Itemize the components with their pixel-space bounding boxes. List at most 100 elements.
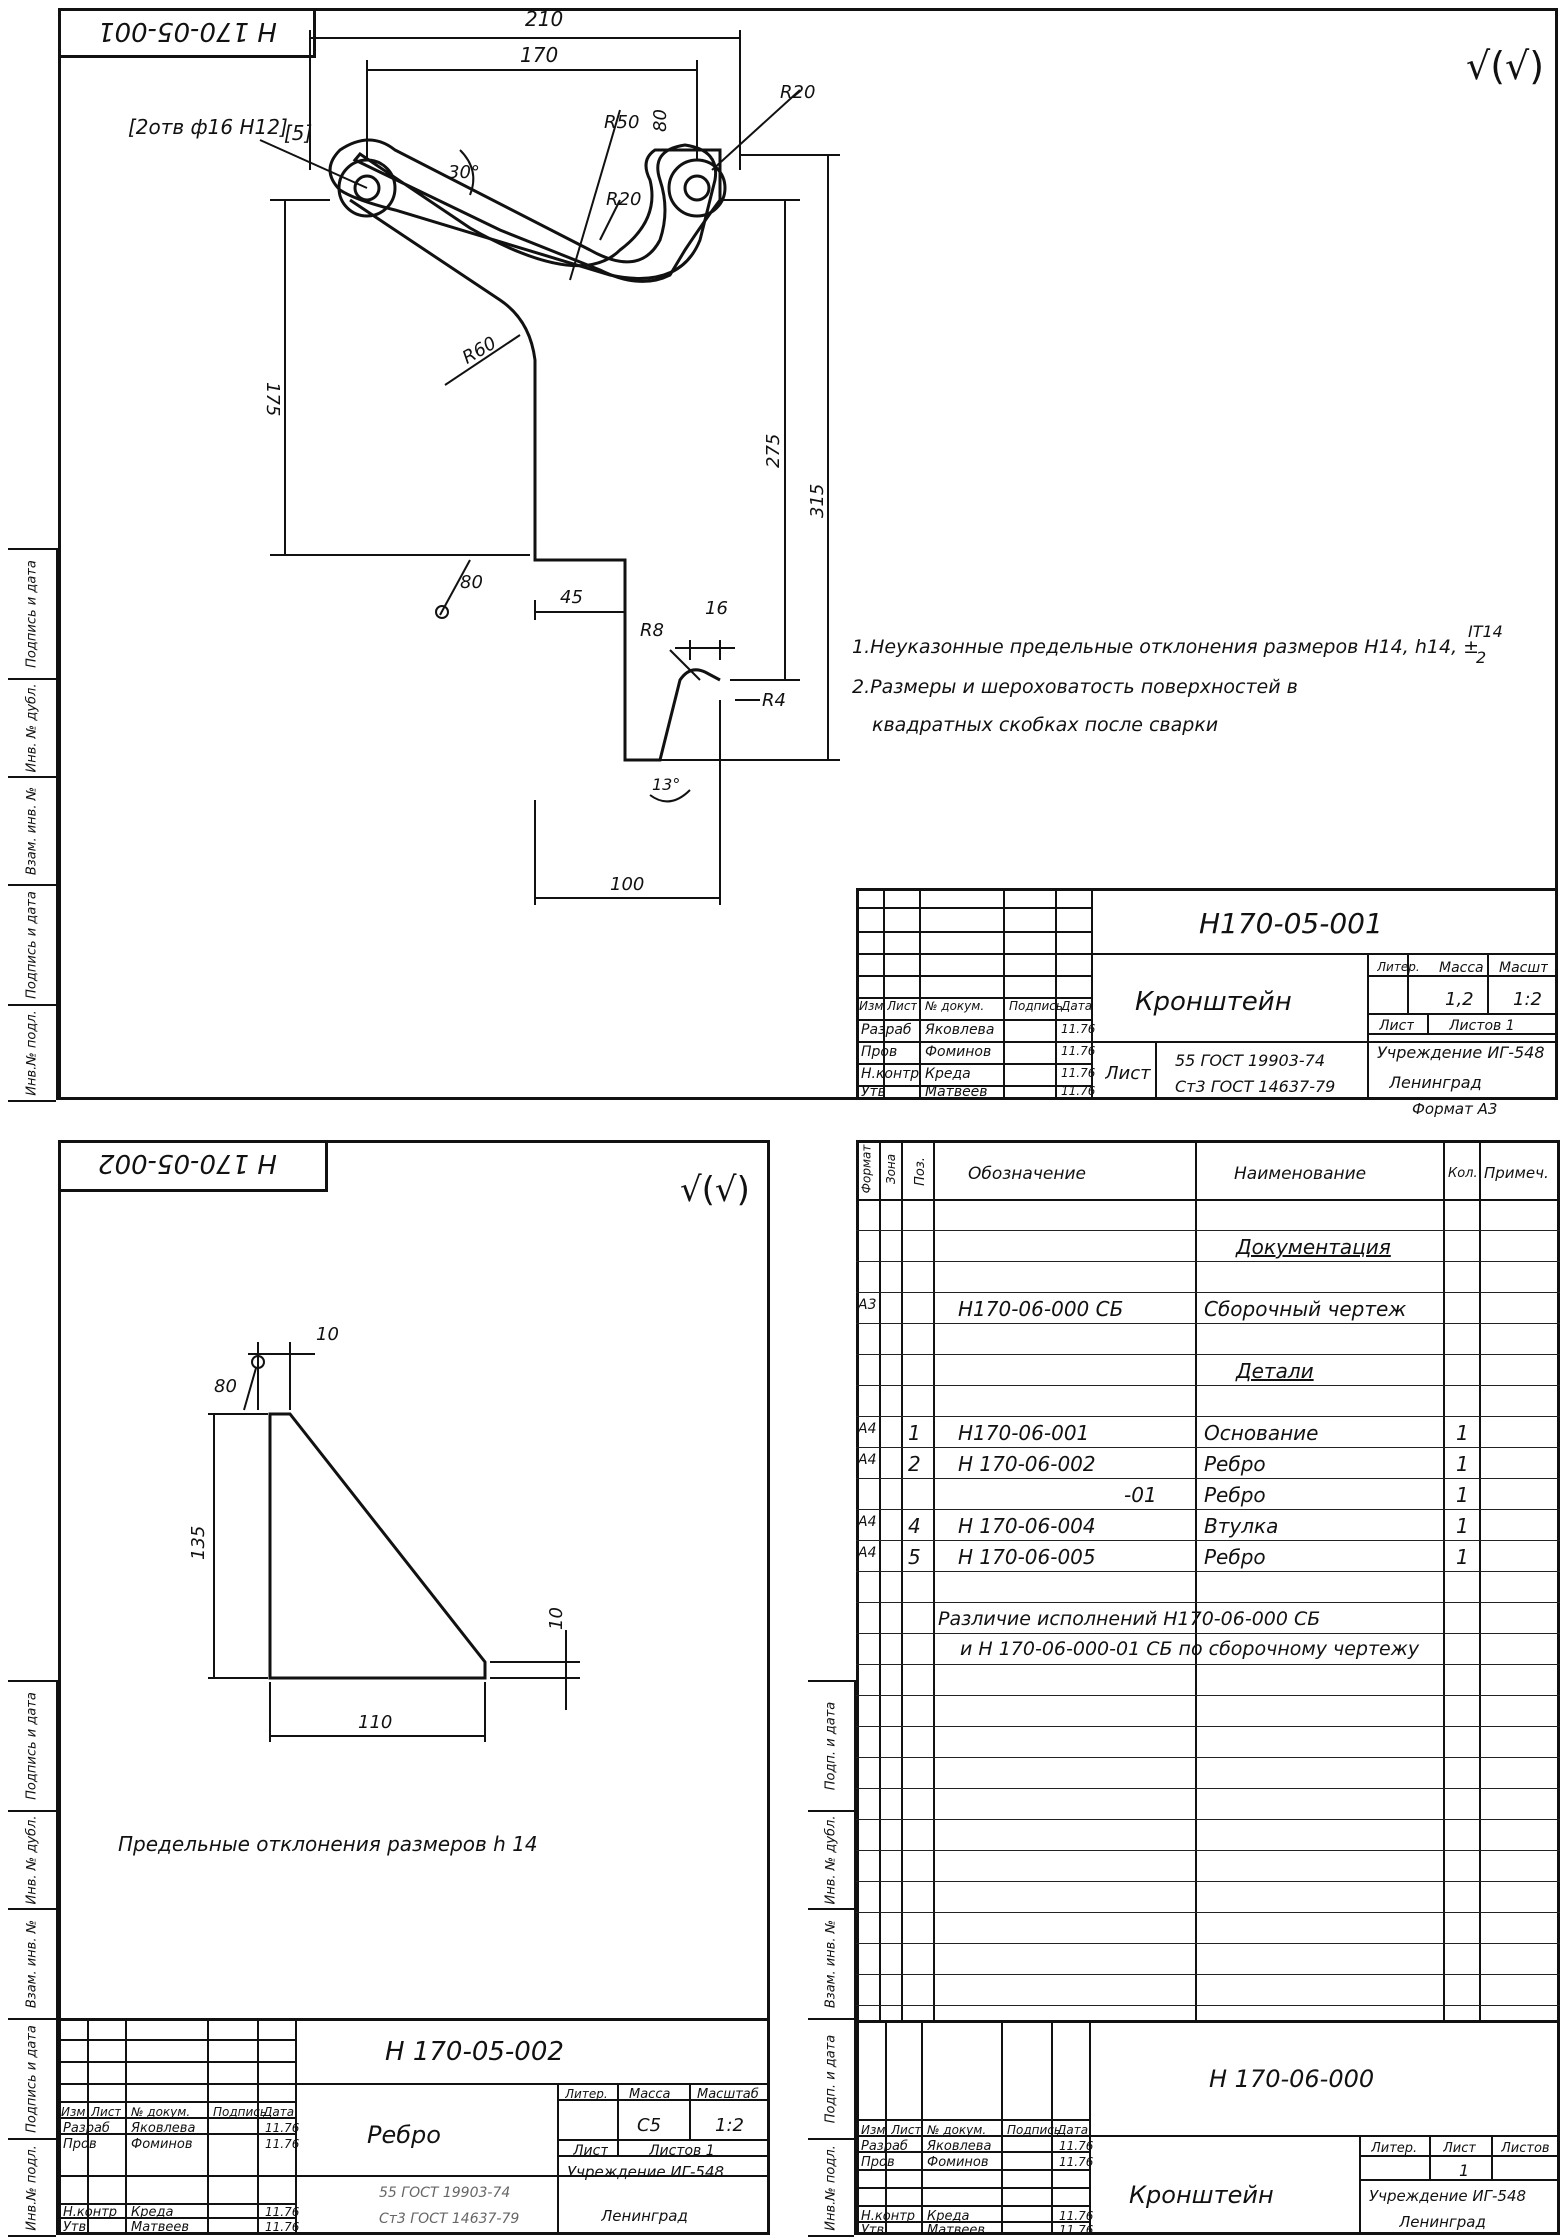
spec-cell-qty: 1 — [1456, 1421, 1469, 1445]
tb-head-izm: Изм — [861, 2123, 886, 2137]
tb-date: 11.76 — [1059, 2155, 1094, 2169]
spec-row-blank — [856, 1851, 1560, 1882]
col-header-name: Наименование — [1234, 1164, 1367, 1184]
col-liter: Литер. — [1371, 2141, 1418, 2156]
spec-cell-designation: Н170-06-000 СБ — [958, 1297, 1124, 1321]
organization: Учреждение ИГ-548 — [567, 2163, 725, 2181]
tb-head-date: Дата — [1057, 2123, 1089, 2137]
scale-value: 1:2 — [1513, 989, 1542, 1010]
tb-person: Яковлева — [131, 2121, 196, 2136]
tb-role: Разраб — [63, 2121, 110, 2136]
tb-person: Креда — [131, 2205, 174, 2220]
sheet-label: Лист — [1443, 2141, 1476, 2156]
tb-person: Креда — [925, 1066, 971, 1082]
dim-r20-top: R20 — [780, 82, 815, 103]
tb-person: Фоминов — [925, 1044, 992, 1060]
dim-210: 210 — [525, 7, 563, 31]
specification-table: Формат Зона Поз. Обозначение Наименовани… — [856, 1140, 1560, 2020]
hole-right — [667, 158, 727, 218]
tb-head-izm: Изм — [61, 2105, 86, 2119]
part-name: Кронштейн — [1129, 2181, 1274, 2209]
sheets-count: Листов 1 — [1449, 1018, 1515, 1034]
tb-date: 11.76 — [265, 2137, 300, 2151]
mass-value: 1,2 — [1445, 989, 1474, 1010]
spec-row-blank — [856, 1572, 1560, 1603]
dim-r50: R50 — [604, 112, 639, 133]
tb-person: Яковлева — [925, 1022, 995, 1038]
sheet-h170-06-000-specification — [856, 1140, 1560, 2235]
city: Ленинград — [601, 2207, 688, 2225]
spec-cell-format: А4 — [858, 1421, 877, 1437]
dim-r4: R4 — [762, 690, 786, 711]
tolerance-note: Предельные отклонения размеров h 14 — [118, 1832, 538, 1856]
sheet1-side-stamp: Подпись и дата Инв. № дубл. Взам. инв. №… — [8, 548, 58, 1102]
tb-date: 11.76 — [1061, 1084, 1096, 1098]
rib-drawing: 10 80 135 10 110 — [188, 1324, 580, 1742]
dim-80-mark: 80 — [460, 572, 483, 593]
spec-row-blank — [856, 1696, 1560, 1727]
dim-110: 110 — [358, 1712, 392, 1733]
spec-cell-name: Детали — [1236, 1359, 1314, 1383]
sheet-h170-05-002 — [58, 1140, 770, 2235]
side-stamp-field: Подп. и дата — [823, 1701, 839, 1791]
drawing-code: Н 170-05-002 — [385, 2037, 564, 2067]
spec-row-blank — [856, 1975, 1560, 2006]
hole-right-inner — [683, 174, 711, 202]
spec-cell-name: Сборочный чертеж — [1204, 1297, 1407, 1321]
tb-date: 11.76 — [1061, 1044, 1096, 1058]
sheet-label: Лист — [573, 2143, 609, 2159]
side-stamp-field: Взам. инв. № — [823, 1919, 839, 2009]
organization: Учреждение ИГ-548 — [1377, 1043, 1545, 1062]
tb-head-doc: № докум. — [131, 2105, 191, 2119]
tb-head-sign: Подпись — [213, 2105, 267, 2119]
material-prefix: Лист — [1105, 1063, 1151, 1084]
tb-head-list: Лист — [91, 2105, 122, 2119]
col-header-zone: Зона — [884, 1153, 899, 1185]
tb-role: Разраб — [861, 1022, 912, 1038]
drawing-number-stamp-upside: Н 170-05-001 — [58, 8, 316, 58]
dim-10-right: 10 — [546, 1607, 567, 1630]
dim-275: 275 — [763, 434, 784, 468]
dim-315: 315 — [807, 484, 828, 518]
spec-row-blank — [856, 1603, 1560, 1634]
spec-cell-name: Ребро — [1204, 1452, 1266, 1476]
dim-80-top: 80 — [650, 109, 671, 132]
tb-person: Матвеев — [927, 2223, 986, 2238]
surface-roughness-symbol: √(√) — [680, 1170, 750, 1210]
tb-head-list: Лист — [891, 2123, 922, 2137]
title-block-grid — [856, 888, 1558, 1100]
technical-note-1: 1.Неуказонные предельные отклонения разм… — [852, 636, 1480, 658]
tb-role: Утв — [63, 2220, 87, 2235]
hole-callout: [2отв ф16 Н12] — [128, 115, 288, 139]
tb-role: Н.контр — [63, 2205, 118, 2220]
spec-cell-name: Ребро — [1204, 1545, 1266, 1569]
col-header-pos: Поз. — [912, 1157, 928, 1186]
city: Ленинград — [1399, 2213, 1486, 2231]
col-header-note: Примеч. — [1484, 1164, 1549, 1182]
spec-cell-name: Втулка — [1204, 1514, 1279, 1538]
drawing-number-stamp-upside: Н 170-05-002 — [58, 1140, 328, 1192]
scale-value: 1:2 — [715, 2115, 744, 2136]
spec-cell-qty: 1 — [1456, 1514, 1469, 1538]
sheet-label: Лист — [1379, 1018, 1415, 1034]
material-top: 55 ГОСТ 19903-74 — [1175, 1051, 1326, 1070]
tb-role: Пров — [861, 1044, 898, 1060]
tb-date: 11.76 — [1059, 2223, 1094, 2237]
tb-head-sign: Подпись — [1009, 999, 1063, 1013]
spec-row-blank — [856, 1913, 1560, 1944]
tb-role: Пров — [861, 2155, 895, 2170]
spec-cell-format: А4 — [858, 1545, 877, 1561]
dim-45: 45 — [560, 587, 583, 608]
tb-role: Утв — [861, 1084, 886, 1100]
tb-head-date: Дата — [1061, 999, 1093, 1013]
dim-135: 135 — [188, 1526, 209, 1560]
tb-date: 11.76 — [1059, 2139, 1094, 2153]
tb-date: 11.76 — [265, 2220, 300, 2234]
surface-roughness-symbol: √(√) — [1466, 44, 1545, 88]
spec-row-blank — [856, 1386, 1560, 1417]
